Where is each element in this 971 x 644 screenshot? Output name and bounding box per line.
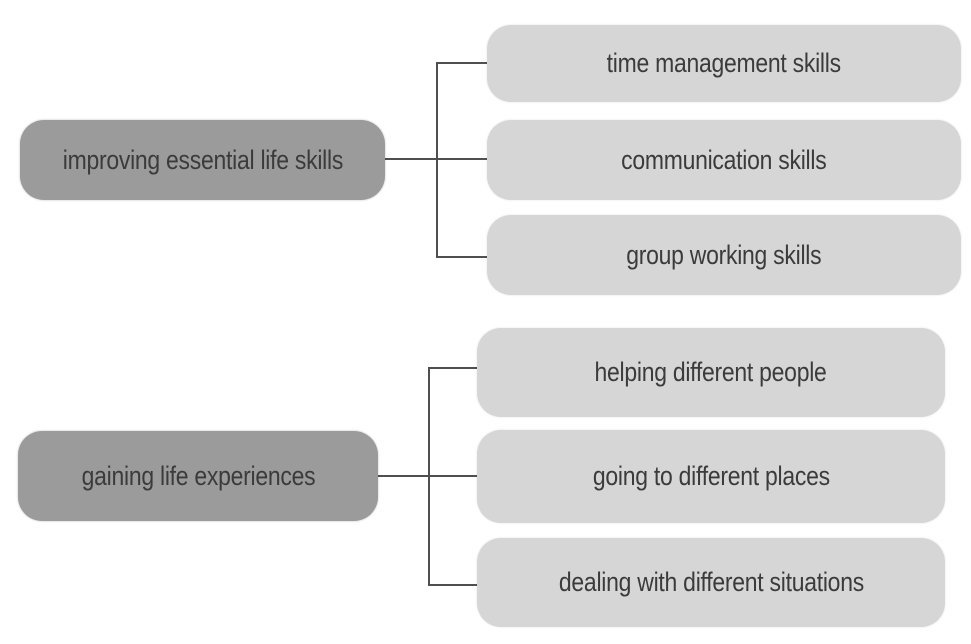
connector-group2-vertical <box>428 367 430 586</box>
child-node-label: time management skills <box>606 48 842 78</box>
parent-node-gaining-life-experiences: gaining life experiences <box>18 431 378 521</box>
child-node-label: helping different people <box>594 357 828 387</box>
child-node-time-management-skills: time management skills <box>487 25 961 102</box>
connector-group2-bottom-stub <box>428 584 477 586</box>
parent-node-label: gaining life experiences <box>81 460 315 491</box>
child-node-group-working-skills: group working skills <box>487 215 961 295</box>
parent-node-label: improving essential life skills <box>62 144 343 175</box>
connector-group1-bottom-stub <box>436 256 487 258</box>
child-node-helping-different-people: helping different people <box>477 328 945 417</box>
parent-node-improving-essential-life-skills: improving essential life skills <box>20 120 385 200</box>
child-node-label: group working skills <box>626 239 822 270</box>
connector-group1-top-stub <box>436 62 487 64</box>
child-node-going-to-different-places: going to different places <box>477 430 945 523</box>
connector-group2-top-stub <box>428 367 477 369</box>
connector-group1-vertical <box>436 62 438 258</box>
child-node-label: going to different places <box>592 461 830 491</box>
child-node-label: communication skills <box>621 144 827 175</box>
child-node-label: dealing with different situations <box>558 567 864 597</box>
child-node-dealing-with-different-situations: dealing with different situations <box>477 538 945 627</box>
connector-group2-parent-stub <box>378 475 477 477</box>
child-node-communication-skills: communication skills <box>487 120 961 200</box>
